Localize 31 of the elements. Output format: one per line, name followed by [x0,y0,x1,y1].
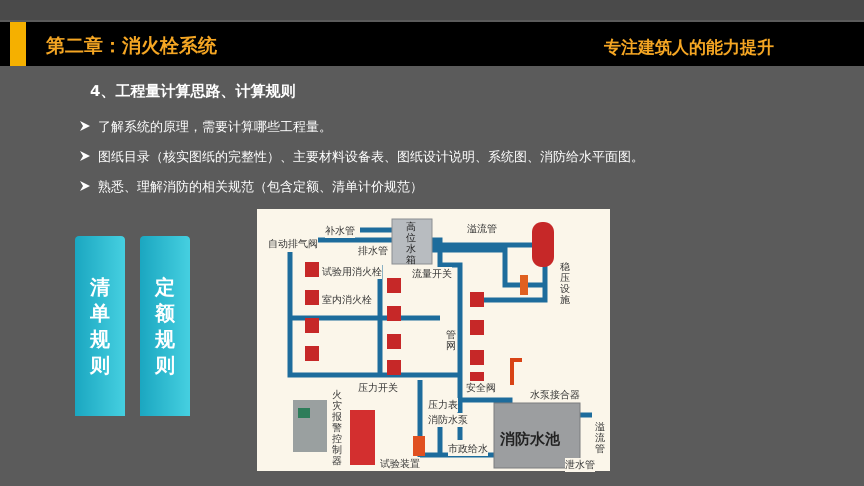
tank-label: 高位水箱 [406,222,416,266]
pipe-label: 溢流管 [467,222,497,236]
rule-banner [140,236,190,416]
bullet-text: 熟悉、理解消防的相关规范（包含定额、清单计价规范） [98,179,423,196]
connector-label: 水泵接合器 [530,388,580,402]
hydrant-label: 室内消火栓 [322,293,372,307]
pipe-label: 补水管 [325,224,355,238]
bullet-text: 图纸目录（核实图纸的完整性）、主要材料设备表、图纸设计说明、系统图、消防给水平面图。 [98,149,644,166]
chapter-title: 第二章：消火栓系统 [46,34,217,59]
gauge-label: 压力表 [428,398,458,412]
facility-label: 稳压设施 [560,262,570,306]
hydrant-label: 试验用消火栓 [322,265,382,279]
valve-label: 安全阀 [466,381,496,395]
device-label: 试验装置 [380,457,420,471]
water-supply-label: 市政给水 [448,442,488,456]
bullet-text: 了解系统的原理，需要计算哪些工程量。 [98,119,332,136]
banner-text: 定额规则 [155,274,175,378]
section-heading: 4、工程量计算思路、计算规则 [90,82,296,101]
pipe-label: 排水管 [358,244,388,258]
pipe-label: 溢流管 [595,422,605,455]
pool-label: 消防水池 [500,430,560,449]
pipe-label: 泄水管 [565,458,595,472]
pipe-label: 管网 [446,330,456,352]
switch-label: 流量开关 [412,267,452,281]
header-slogan: 专注建筑人的能力提升 [604,37,774,59]
banner-text: 清单规则 [90,274,110,378]
valve-label: 自动排气阀 [268,237,318,251]
rule-banner [75,236,125,416]
switch-label: 压力开关 [358,381,398,395]
controller-label: 火灾报警控制器 [332,390,342,467]
pump-label: 消防水泵 [428,413,468,427]
